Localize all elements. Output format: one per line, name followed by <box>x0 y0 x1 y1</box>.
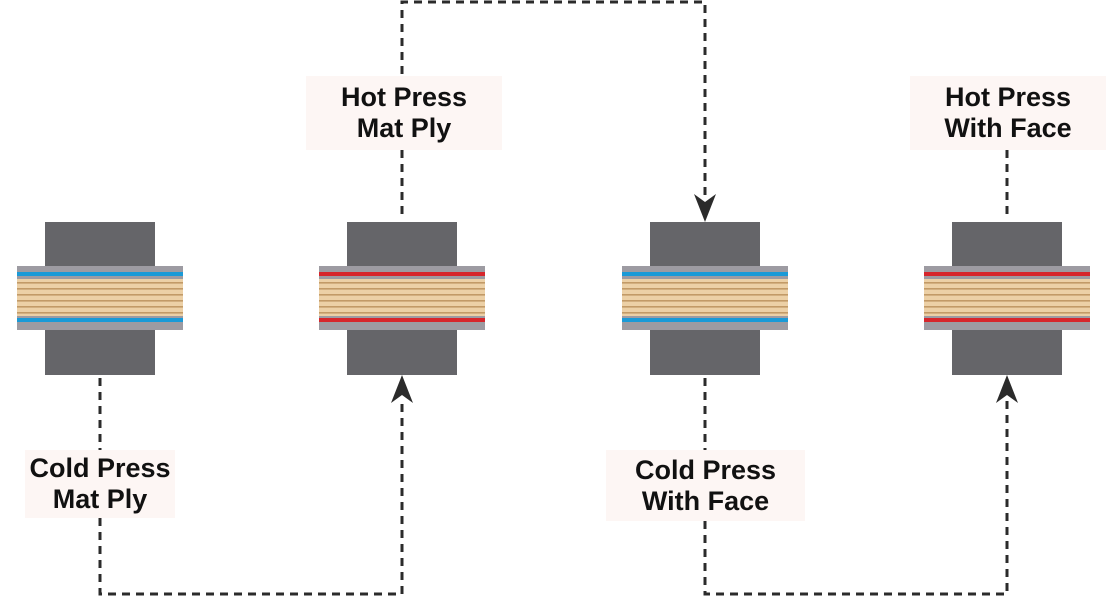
press-units <box>17 222 1090 375</box>
label-hot-press-with-face-line1: Hot Press <box>944 82 1072 112</box>
press-wood-layer <box>17 300 183 302</box>
label-cold-press-mat-ply-line2: Mat Ply <box>52 484 148 514</box>
press-wood-layer <box>17 294 183 296</box>
press-bottom-hot-line <box>319 318 485 322</box>
press-wood-layer <box>622 288 788 290</box>
press-wood-panel <box>924 279 1090 316</box>
label-cold-press-with-face-line2: With Face <box>641 485 770 516</box>
press-wood-panel <box>17 279 183 316</box>
press-lower-block <box>952 328 1062 375</box>
press-top-cold-line <box>622 272 788 276</box>
label-hot-press-mat-ply-line1: Hot Press <box>340 82 468 112</box>
label-cold-press-mat-ply-line1: Cold Press <box>29 453 171 483</box>
press-bottom-hot-line <box>924 318 1090 322</box>
press-wood-layer <box>17 282 183 284</box>
press-wood-layer <box>622 282 788 284</box>
press-wood-layer <box>622 294 788 296</box>
connector-cold-mat-to-hot-mat <box>98 400 404 596</box>
label-cold-press-mat-ply: Cold Press Mat Ply <box>25 450 175 518</box>
label-hot-press-mat-ply: Hot Press Mat Ply <box>306 76 502 150</box>
press-wood-layer <box>622 300 788 302</box>
press-wood-layer <box>319 282 485 284</box>
press-wood-layer <box>319 306 485 308</box>
label-hot-press-with-face: Hot Press With Face <box>910 76 1106 150</box>
press-cold-press-with-face <box>622 222 788 375</box>
press-upper-block <box>347 222 457 268</box>
connector-lines <box>98 0 1018 596</box>
press-hot-press-mat-ply <box>319 222 485 375</box>
press-wood-layer <box>17 288 183 290</box>
press-wood-layer <box>319 288 485 290</box>
press-wood-layer <box>924 306 1090 308</box>
press-top-cold-line <box>17 272 183 276</box>
arrow-up-icon <box>996 375 1018 403</box>
press-wood-layer <box>622 312 788 314</box>
label-cold-press-with-face-line1: Cold Press <box>634 454 777 485</box>
press-bottom-cold-line <box>622 318 788 322</box>
press-wood-panel <box>319 279 485 316</box>
press-wood-layer <box>924 312 1090 314</box>
press-bottom-cold-line <box>17 318 183 322</box>
label-hot-press-mat-ply-line2: Mat Ply <box>356 113 452 143</box>
press-top-hot-line <box>319 272 485 276</box>
press-top-hot-line <box>924 272 1090 276</box>
arrow-up-icon <box>391 375 413 403</box>
press-wood-layer <box>924 300 1090 302</box>
press-wood-layer <box>319 294 485 296</box>
press-wood-layer <box>17 306 183 308</box>
press-cold-press-mat-ply <box>17 222 183 375</box>
press-upper-block <box>952 222 1062 268</box>
press-upper-block <box>650 222 760 268</box>
press-lower-block <box>650 328 760 375</box>
press-wood-layer <box>924 294 1090 296</box>
press-wood-layer <box>319 300 485 302</box>
press-wood-layer <box>319 312 485 314</box>
press-wood-layer <box>924 282 1090 284</box>
press-upper-block <box>45 222 155 268</box>
press-wood-layer <box>622 306 788 308</box>
press-lower-block <box>45 328 155 375</box>
connector-cold-face-to-hot-face <box>703 400 1009 596</box>
press-wood-layer <box>17 312 183 314</box>
press-lower-block <box>347 328 457 375</box>
press-wood-panel <box>622 279 788 316</box>
label-cold-press-with-face: Cold Press With Face <box>606 450 805 521</box>
press-wood-layer <box>924 288 1090 290</box>
press-hot-press-with-face <box>924 222 1090 375</box>
arrow-down-icon <box>694 194 716 222</box>
label-hot-press-with-face-line2: With Face <box>944 113 1072 143</box>
